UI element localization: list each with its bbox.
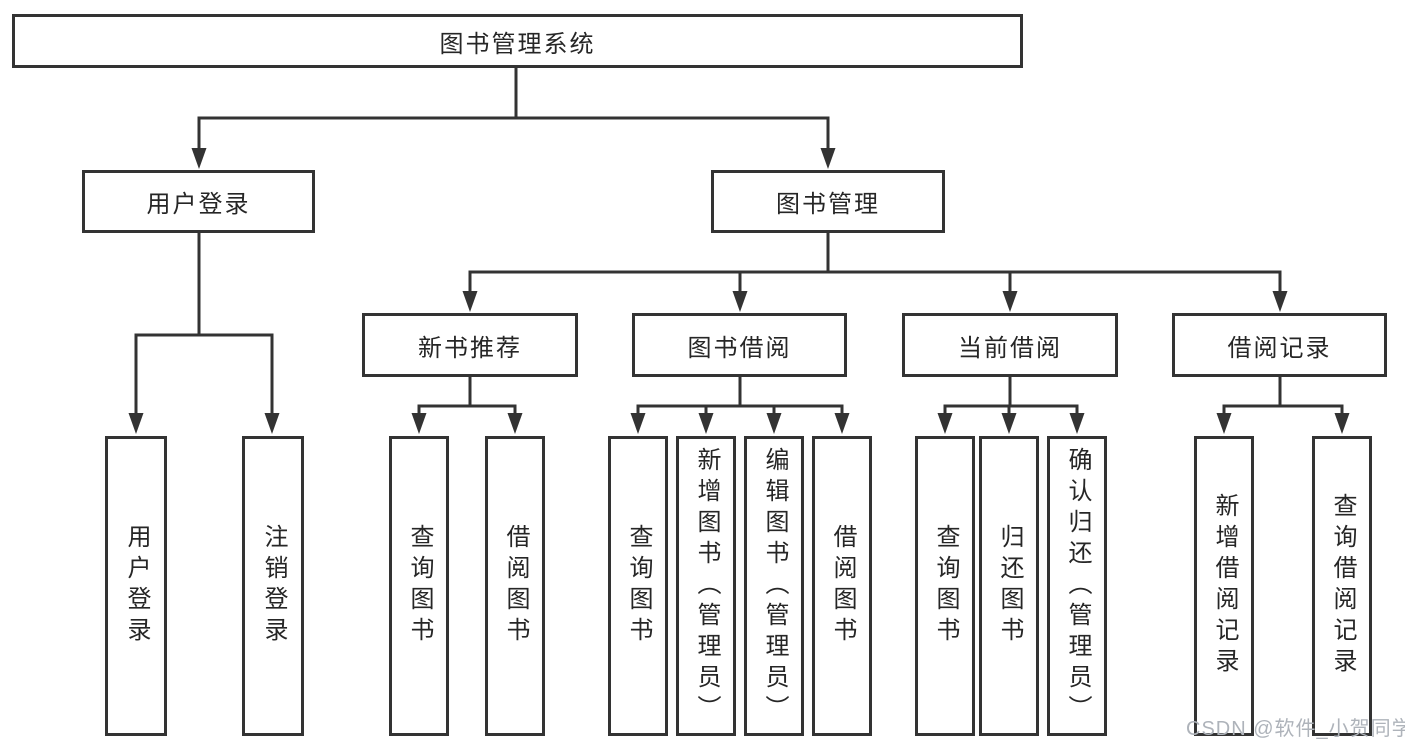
csdn-watermark: CSDN @软件_小贺同学 (1186, 718, 1405, 740)
connector-book-management (462, 233, 1288, 312)
node-query-books-3: 查询图书 (915, 436, 975, 736)
node-add-borrow-record: 新增借阅记录 (1194, 436, 1254, 736)
connector-new-book-recommend (411, 377, 523, 434)
node-book-management: 图书管理 (711, 170, 945, 233)
node-query-books-1: 查询图书 (389, 436, 449, 736)
node-return-books: 归还图书 (979, 436, 1039, 736)
connector-current-borrowing (937, 377, 1085, 434)
node-query-books-2: 查询图书 (608, 436, 668, 736)
node-user-login-op: 用户登录 (105, 436, 167, 736)
connector-borrowing-records (1216, 377, 1350, 434)
connector-user-login (128, 233, 280, 434)
node-book-borrowing: 图书借阅 (632, 313, 847, 377)
node-query-borrow-record: 查询借阅记录 (1312, 436, 1372, 736)
node-borrow-books-2: 借阅图书 (812, 436, 872, 736)
node-confirm-return-admin: 确认归还（管理员） (1047, 436, 1107, 736)
connector-root (191, 68, 836, 169)
node-user-login: 用户登录 (82, 170, 315, 233)
node-current-borrowing: 当前借阅 (902, 313, 1118, 377)
node-library-system: 图书管理系统 (12, 14, 1023, 68)
node-edit-books-admin: 编辑图书（管理员） (744, 436, 804, 736)
node-new-book-recommend: 新书推荐 (362, 313, 578, 377)
node-borrowing-records: 借阅记录 (1172, 313, 1387, 377)
node-borrow-books-1: 借阅图书 (485, 436, 545, 736)
node-logout: 注销登录 (242, 436, 304, 736)
node-add-books-admin: 新增图书（管理员） (676, 436, 736, 736)
connector-book-borrowing (630, 377, 850, 434)
